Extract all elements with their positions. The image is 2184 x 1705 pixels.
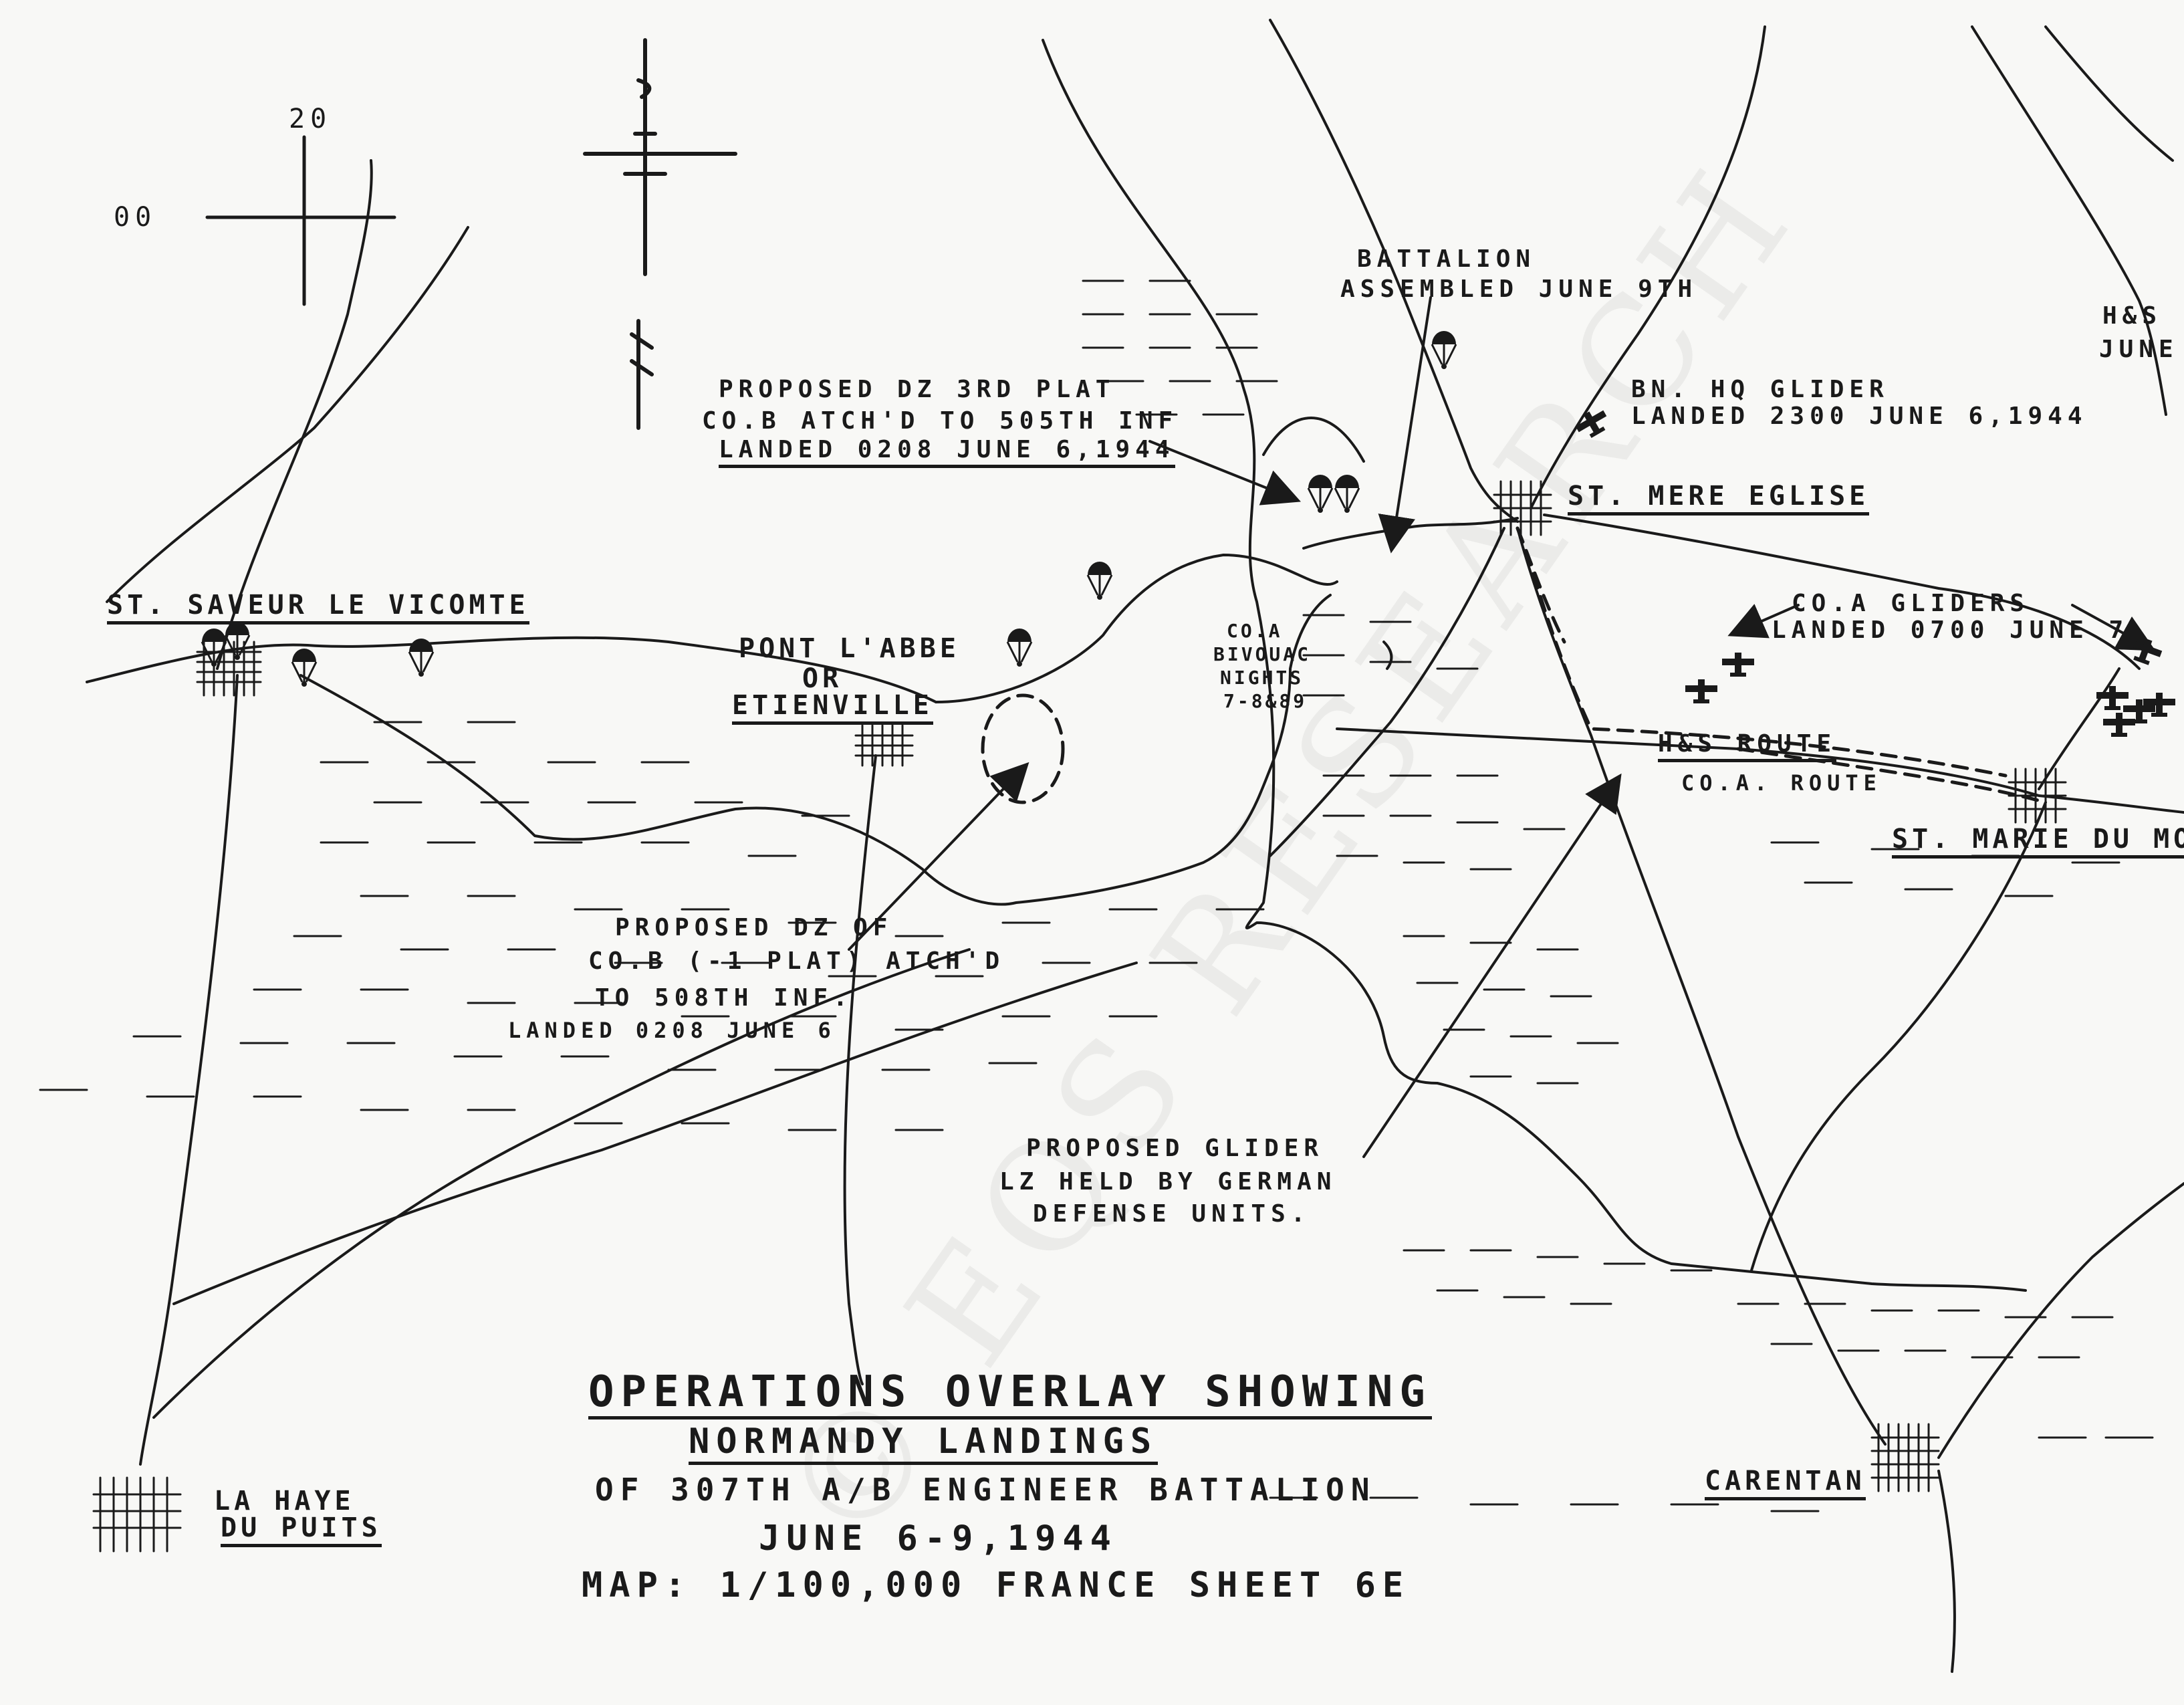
road-carentan-ne	[1937, 1182, 2184, 1459]
road-la-haye-east	[152, 948, 971, 1419]
dz-ellipse	[981, 693, 1065, 804]
note-dz3-line1: PROPOSED DZ 3RD PLAT	[719, 376, 1116, 403]
map-title-line3: OF 307TH A/B ENGINEER BATTALION	[595, 1472, 1376, 1508]
arrow-battalion	[1378, 296, 1432, 554]
note-glider-lz-line2: LZ HELD BY GERMAN	[999, 1168, 1337, 1196]
road-pont-labbe-south	[843, 754, 877, 1385]
arrow-glider-lz	[1362, 773, 1622, 1158]
note-hs-route: H&S ROUTE	[1658, 732, 1837, 762]
place-st-mere-eglise: ST. MERE EGLISE	[1568, 483, 1870, 516]
note-battalion-assembled: ASSEMBLED JUNE 9TH	[1340, 275, 1698, 303]
note-dz3-line2: CO.B ATCH'D TO 505TH INF	[702, 407, 1179, 435]
note-bivouac-line4: 7-8&89	[1223, 690, 1308, 712]
map-title-line2: NORMANDY LANDINGS	[689, 1424, 1159, 1465]
place-carentan: CARENTAN	[1705, 1468, 1866, 1500]
place-etienville: ETIENVILLE	[732, 692, 933, 725]
note-dz3-line3: LANDED 0208 JUNE 6,1944	[719, 438, 1175, 468]
grid-easting-label: 00	[114, 202, 157, 233]
place-st-marie-du-mont: ST. MARIE DU MONT	[1892, 826, 2184, 859]
arrow-dzb	[848, 762, 1029, 951]
note-bivouac-line2: BIVOUAC	[1213, 643, 1312, 665]
place-la-haye: LA HAYE	[214, 1486, 355, 1516]
arrow-coa-gliders	[2071, 604, 2156, 651]
note-dzb-line2: CO.B (-1 PLAT) ATCH'D	[588, 947, 1005, 975]
note-coa-route: CO.A. ROUTE	[1681, 770, 1882, 796]
road-st-mere-east	[1543, 514, 2141, 670]
river-upper	[935, 554, 1338, 703]
map-title-line1: OPERATIONS OVERLAY SHOWING	[588, 1371, 1432, 1419]
note-bnhq-line2: LANDED 2300 JUNE 6,1944	[1631, 403, 2088, 430]
place-pont-labbe: PONT L'ABBE	[739, 633, 960, 664]
grid-northing-label: 20	[289, 104, 332, 134]
route-coa	[1736, 747, 2048, 804]
map-title-line4: JUNE 6-9,1944	[759, 1518, 1118, 1559]
north-arrow-icon	[583, 38, 737, 430]
bivouac-marker	[1382, 641, 1393, 670]
arrow-coa-gliders-left	[1727, 604, 1800, 639]
road-st-marie-ne	[2038, 667, 2120, 790]
grid-reference-cross	[205, 135, 396, 306]
road-carentan-south	[1937, 1470, 1956, 1673]
note-dzb-line4: LANDED 0208 JUNE 6	[508, 1018, 836, 1043]
note-coa-gliders-line1: CO.A GLIDERS	[1792, 590, 2030, 617]
place-du-puits: DU PUITS	[221, 1514, 382, 1547]
road-st-marie-south	[1750, 801, 2047, 1272]
note-bnhq-line1: BN. HQ GLIDER	[1631, 376, 1889, 403]
route-hs	[1515, 526, 2008, 778]
road-st-saveur-la-haye	[139, 674, 239, 1466]
note-coa-gliders-line2: LANDED 0700 JUNE 7	[1772, 616, 2129, 644]
arrow-dz3	[1148, 440, 1301, 505]
note-dzb-line1: PROPOSED DZ OF	[615, 914, 893, 941]
river-douve	[299, 594, 1332, 906]
note-glider-lz-line3: DEFENSE UNITS.	[1033, 1200, 1311, 1228]
road-st-mere-sw	[1269, 527, 1505, 857]
road-st-mere-ne	[1530, 25, 1766, 509]
place-st-saveur-le-vicomte: ST. SAVEUR LE VICOMTE	[107, 592, 529, 624]
route-dashed-north	[1515, 526, 1566, 644]
road-east-route	[1336, 727, 2184, 814]
road-st-mere-north	[1269, 19, 1519, 523]
river-merderet	[1042, 39, 2027, 1292]
note-dzb-line3: TO 508TH INF.	[595, 984, 853, 1012]
road-sw	[172, 961, 1138, 1305]
road-east-long	[1971, 25, 2167, 416]
road-ne-edge	[2044, 25, 2174, 162]
note-bivouac-line3: NIGHTS	[1220, 667, 1304, 689]
road-west-north	[106, 226, 469, 603]
note-bivouac-line1: CO.A	[1227, 620, 1283, 642]
note-glider-lz-line1: PROPOSED GLIDER	[1026, 1135, 1324, 1162]
note-battalion: BATTALION	[1357, 245, 1536, 273]
town-grid-icon	[92, 480, 2067, 1553]
road-st-saveur-north	[216, 159, 373, 670]
note-hs-edge: H&S	[2102, 302, 2163, 330]
hill-sketch	[1262, 417, 1365, 463]
map-title-line5: MAP: 1/100,000 FRANCE SHEET 6E	[582, 1565, 1411, 1605]
place-pont-labbe-or: OR	[802, 663, 843, 694]
road-st-mere-south	[1516, 527, 1887, 1446]
note-hs-june-edge: JUNE	[2099, 336, 2179, 363]
